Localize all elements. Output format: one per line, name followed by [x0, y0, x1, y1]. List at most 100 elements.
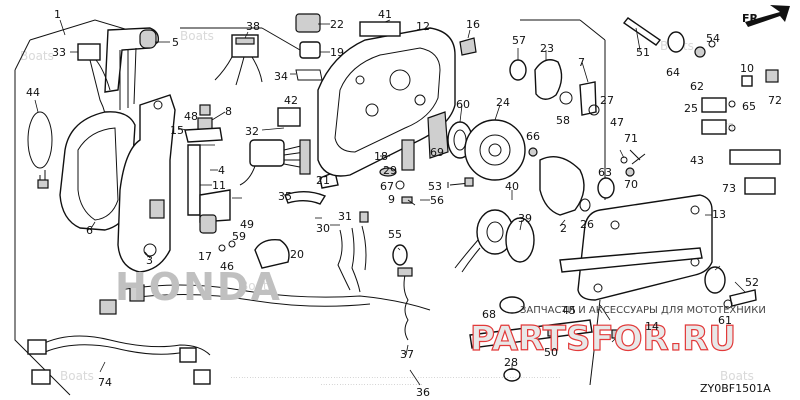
part-seal-68: [499, 296, 525, 314]
part-control-lever: [117, 94, 176, 273]
part-connector: [37, 179, 49, 189]
copyright-fineprint: ........................................…: [230, 375, 561, 380]
part-label: 1: [54, 8, 61, 21]
part-ignition-switch: [239, 139, 311, 186]
part-plug-16: [459, 37, 477, 56]
part-label: 72: [768, 94, 782, 107]
part-label: 28: [504, 356, 518, 369]
part-label: 34: [274, 70, 288, 83]
fr-label: FR.: [742, 12, 762, 25]
part-label: 23: [540, 42, 554, 55]
part-label: 8: [225, 105, 232, 118]
part-clip-47: [620, 156, 628, 164]
part-label: 68: [482, 308, 496, 321]
part-label: 35: [278, 190, 292, 203]
part-label: 33: [52, 46, 66, 59]
part-label: 64: [666, 66, 680, 79]
part-label: 20: [290, 248, 304, 261]
part-label: 60: [456, 98, 470, 111]
part-shift-assembly: [454, 209, 535, 273]
part-label: 62: [690, 80, 704, 93]
part-spring-48: [199, 104, 211, 116]
part-clip-65a: [728, 100, 736, 108]
part-label: 9: [388, 193, 395, 206]
part-bolt-51: [622, 17, 662, 46]
part-washer-26: [579, 198, 591, 212]
part-label: 14: [645, 320, 659, 333]
part-clip-65b: [728, 124, 736, 132]
part-label: 74: [98, 376, 112, 389]
part-label: 16: [466, 18, 480, 31]
part-wire-bundle-30: [337, 211, 369, 293]
part-label: 67: [380, 180, 394, 193]
part-number-labels: 1 2 3 4 5 6 7 8 9 10 11 12 13 14 15 16 1…: [26, 8, 782, 399]
part-label: 46: [220, 260, 234, 273]
part-label: 48: [184, 110, 198, 123]
part-nut-66: [528, 147, 538, 157]
part-bushing-63: [597, 177, 615, 199]
part-label: 3: [146, 254, 153, 267]
part-label: 21: [316, 174, 330, 187]
part-label: 42: [284, 94, 298, 107]
part-harness-74: [27, 335, 211, 385]
part-label: 66: [526, 130, 540, 143]
part-label: 13: [712, 208, 726, 221]
part-main-housing: [317, 27, 456, 177]
part-label: 12: [416, 20, 430, 33]
part-label: 29: [383, 164, 397, 177]
part-label: 30: [316, 222, 330, 235]
part-label: 19: [330, 46, 344, 59]
part-arm-23: [534, 59, 563, 100]
part-label: 57: [512, 34, 526, 47]
part-cap-22: [295, 13, 321, 33]
part-rail-14: [559, 247, 703, 273]
part-label: 6: [86, 224, 93, 237]
part-label: 18: [374, 150, 388, 163]
diagram-frame: [14, 19, 606, 396]
part-label: 4: [218, 164, 225, 177]
part-label: 7: [578, 56, 585, 69]
part-cap-19: [299, 41, 321, 59]
part-nut-62: [694, 46, 706, 58]
copyright-fineprint: ......................................: [320, 382, 423, 387]
part-label: 5: [172, 36, 179, 49]
part-label: 25: [684, 102, 698, 115]
part-label-42: [277, 107, 301, 127]
part-pad-29: [379, 167, 397, 177]
part-label: 44: [26, 86, 40, 99]
part-trim-switch: [77, 43, 111, 141]
part-pin-71: [629, 149, 646, 165]
part-washer-59: [228, 240, 236, 248]
part-label-41: [359, 21, 401, 37]
leader-lines: [34, 19, 746, 386]
part-label: 73: [722, 182, 736, 195]
part-label: 49: [240, 218, 254, 231]
part-bolt-46: [218, 244, 226, 252]
part-label: 15: [170, 124, 184, 137]
part-clip-34: [295, 69, 323, 81]
part-lever-14b: [469, 319, 593, 349]
part-bracket-25a: [701, 97, 727, 113]
part-link-2: [539, 156, 585, 216]
part-wire-harness-37: [397, 267, 413, 341]
part-label: 71: [624, 132, 638, 145]
part-seal-57: [509, 59, 527, 81]
part-label: 52: [745, 276, 759, 289]
part-label: 36: [416, 386, 430, 399]
part-label: 63: [598, 166, 612, 179]
part-pin-27: [588, 104, 600, 116]
part-washer-54: [708, 40, 716, 48]
watermark-text: Boats: [180, 29, 214, 43]
part-pin-9: [401, 196, 413, 204]
part-cap-10: [741, 75, 753, 87]
part-bolt-52: [729, 289, 757, 307]
part-label: 2: [560, 222, 567, 235]
shop-logo: PARTSFOR.RU: [470, 319, 736, 359]
part-label: 55: [388, 228, 402, 241]
part-washer-61: [723, 299, 733, 309]
part-seal-69b: [704, 266, 726, 294]
part-bracket-15: [184, 127, 223, 143]
part-gear-housing: [464, 119, 526, 181]
diagram-code: ZY0BF1501A: [700, 382, 771, 395]
